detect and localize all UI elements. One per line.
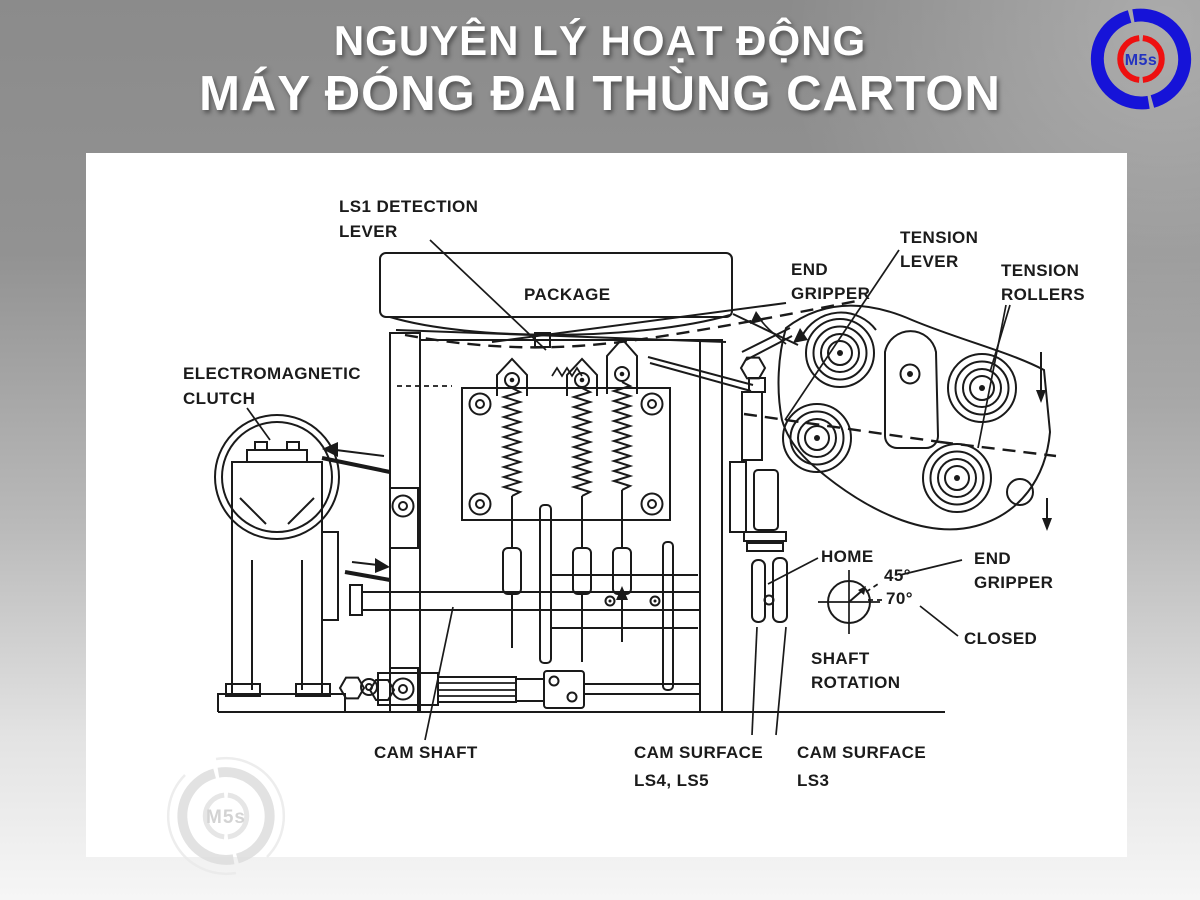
m5s-watermark-text: M5s <box>206 807 246 828</box>
electromagnetic-clutch-unit <box>214 414 700 712</box>
shaft-rotation-dial <box>818 570 884 634</box>
label-electromagnetic-clutch: ELECTROMAGNETIC <box>183 364 361 383</box>
tension-screw-column <box>729 327 793 623</box>
label-home: HOME <box>821 547 874 566</box>
label-electromagnetic-clutch-2: CLUTCH <box>183 389 255 408</box>
label-shaft-rotation: SHAFT <box>811 649 870 668</box>
machine-frame <box>218 332 945 713</box>
label-angle-70: 70° <box>886 589 913 608</box>
title-line-2: MÁY ĐÓNG ĐAI THÙNG CARTON <box>199 66 1001 121</box>
label-tension-lever-2: LEVER <box>900 252 959 271</box>
tension-roller-1 <box>805 318 875 388</box>
label-ls1-detection-lever: LS1 DETECTION <box>339 197 478 216</box>
leader-lines <box>246 249 1011 741</box>
label-tension-lever: TENSION <box>900 228 978 247</box>
cam-shaft-assembly <box>338 670 700 709</box>
m5s-logo-icon: M5s <box>1090 8 1192 110</box>
machine-diagram <box>214 239 1057 741</box>
label-end-gripper-bottom: END <box>974 549 1011 568</box>
label-cam-surface-ls3-2: LS3 <box>797 771 829 790</box>
label-cam-surface-ls4-ls5: CAM SURFACE <box>634 743 763 762</box>
crosshead-assembly <box>539 504 698 691</box>
label-end-gripper-bottom-2: GRIPPER <box>974 573 1053 592</box>
label-tension-rollers: TENSION <box>1001 261 1079 280</box>
m5s-logo-text: M5s <box>1125 52 1158 69</box>
spring-plate <box>461 387 671 521</box>
label-shaft-rotation-2: ROTATION <box>811 673 900 692</box>
diagram-labels: LS1 DETECTION LEVER PACKAGE ELECTROMAGNE… <box>183 197 1085 790</box>
title-line-1: NGUYÊN LÝ HOẠT ĐỘNG <box>333 17 867 64</box>
label-cam-surface-ls4-ls5-2: LS4, LS5 <box>634 771 709 790</box>
label-package: PACKAGE <box>524 285 611 304</box>
label-end-gripper-top-2: GRIPPER <box>791 284 870 303</box>
coil-springs <box>502 381 632 662</box>
label-angle-45: 45° <box>884 566 911 585</box>
tension-unit <box>743 304 1057 531</box>
label-cam-shaft: CAM SHAFT <box>374 743 478 762</box>
m5s-watermark-icon: M5s <box>166 756 286 876</box>
label-end-gripper-top: END <box>791 260 828 279</box>
label-closed: CLOSED <box>964 629 1037 648</box>
label-cam-surface-ls3: CAM SURFACE <box>797 743 926 762</box>
tension-roller-3 <box>782 403 852 473</box>
label-tension-rollers-2: ROLLERS <box>1001 285 1085 304</box>
tension-roller-2 <box>947 353 1017 423</box>
tension-roller-4 <box>922 443 992 513</box>
label-ls1-detection-lever-2: LEVER <box>339 222 398 241</box>
slide-title: NGUYÊN LÝ HOẠT ĐỘNG MÁY ĐÓNG ĐAI THÙNG C… <box>0 16 1200 123</box>
